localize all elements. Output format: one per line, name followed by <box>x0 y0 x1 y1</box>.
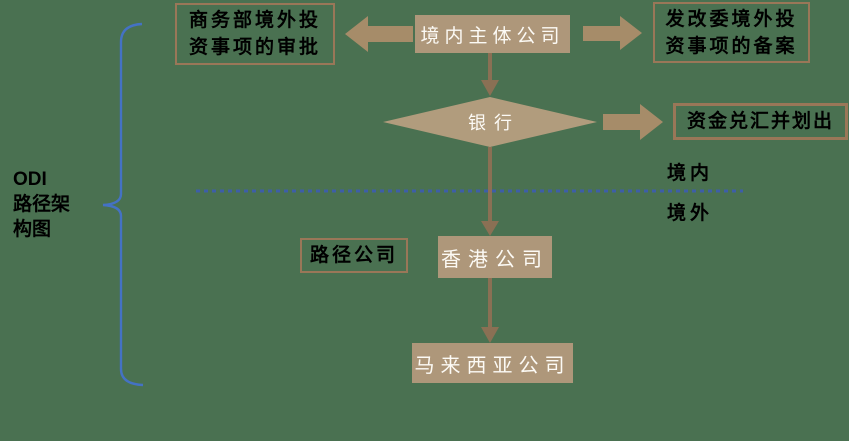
node-path-company-label: 路径公司 <box>309 245 398 266</box>
connector-domestic-to-bank-arrowhead-icon <box>481 80 499 96</box>
node-fx-transfer: 资金兑汇并划出 <box>673 103 848 140</box>
node-malaysia-company: 马来西亚公司 <box>412 343 573 383</box>
bank-diamond-shape <box>383 97 597 147</box>
node-bank-label: 银行 <box>468 113 520 133</box>
node-mofcom-approval-line2: 资事项的审批 <box>188 37 321 58</box>
node-mofcom-approval: 商务部境外投 资事项的审批 <box>175 3 335 65</box>
diagram-title-line2: 路径架 <box>13 194 71 215</box>
connector-bank-to-hk-arrowhead-icon <box>481 221 499 236</box>
offshore-label: 境外 <box>667 203 714 224</box>
arrow-left-to-mofcom-icon <box>345 16 413 52</box>
node-fx-transfer-label: 资金兑汇并划出 <box>686 111 834 132</box>
node-domestic-company: 境内主体公司 <box>415 15 570 53</box>
onshore-label: 境内 <box>667 163 714 184</box>
left-brace <box>102 22 144 387</box>
node-path-company: 路径公司 <box>300 238 408 273</box>
node-ndrc-filing-line2: 资事项的备案 <box>665 35 798 57</box>
diagram-title-line1: ODI <box>13 169 47 190</box>
diagram-title: ODI 路径架 构图 <box>13 167 70 242</box>
node-ndrc-filing-line1: 发改委境外投 <box>665 8 798 30</box>
node-malaysia-company-label: 马来西亚公司 <box>414 354 571 377</box>
diagram-title-line3: 构图 <box>13 219 52 240</box>
node-domestic-company-label: 境内主体公司 <box>420 25 565 47</box>
connector-hk-to-malaysia-arrowhead-icon <box>481 327 499 343</box>
node-ndrc-filing: 发改委境外投 资事项的备案 <box>653 2 810 63</box>
arrow-right-to-fx-icon <box>603 104 663 140</box>
node-mofcom-approval-line1: 商务部境外投 <box>188 10 321 31</box>
node-hk-company: 香港公司 <box>438 236 552 278</box>
arrow-right-to-ndrc-icon <box>583 16 642 50</box>
node-hk-company-label: 香港公司 <box>441 248 549 271</box>
